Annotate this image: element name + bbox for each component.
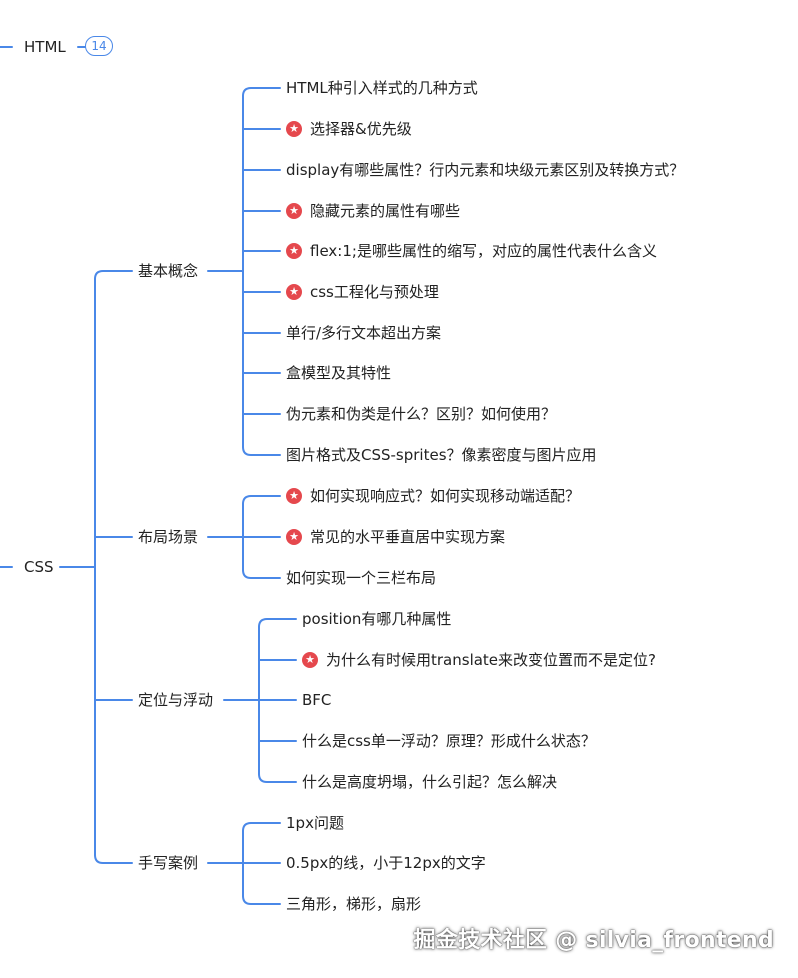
topic-node[interactable]: 单行/多行文本超出方案 — [286, 323, 441, 343]
topic-node[interactable]: 如何实现一个三栏布局 — [286, 568, 436, 588]
topic-text: css工程化与预处理 — [310, 283, 439, 301]
group-label[interactable]: 基本概念 — [138, 262, 199, 280]
star-icon: ★ — [286, 203, 302, 219]
group-label[interactable]: 定位与浮动 — [138, 691, 214, 709]
topic-text: 常见的水平垂直居中实现方案 — [310, 528, 506, 546]
topic-text: 什么是css单一浮动？原理？形成什么状态？ — [302, 732, 596, 750]
topic-text: 图片格式及CSS-sprites？像素密度与图片应用 — [286, 446, 597, 464]
topic-node[interactable]: ★ 如何实现响应式？如何实现移动端适配？ — [286, 486, 580, 506]
collapsed-count-badge[interactable]: 14 — [85, 36, 113, 56]
topic-text: 如何实现响应式？如何实现移动端适配？ — [310, 487, 581, 505]
item-connector — [258, 773, 297, 783]
group-label[interactable]: 布局场景 — [138, 528, 199, 546]
topic-text: position有哪几种属性 — [302, 610, 452, 628]
star-icon: ★ — [286, 121, 302, 137]
topic-node[interactable]: 盒模型及其特性 — [286, 363, 391, 383]
topic-text: 盒模型及其特性 — [286, 364, 392, 382]
topic-node[interactable]: BFC — [302, 690, 331, 710]
topic-text: flex:1;是哪些属性的缩写，对应的属性代表什么含义 — [310, 242, 657, 260]
topic-node[interactable]: ★ 常见的水平垂直居中实现方案 — [286, 527, 505, 547]
topic-node[interactable]: position有哪几种属性 — [302, 609, 451, 629]
watermark: 掘金技术社区 @ silvia_frontend — [413, 928, 774, 953]
topic-node[interactable]: ★ 为什么有时候用translate来改变位置而不是定位? — [302, 650, 656, 670]
topic-node[interactable]: 伪元素和伪类是什么？区别？如何使用？ — [286, 404, 556, 424]
topic-node[interactable]: HTML种引入样式的几种方式 — [286, 78, 478, 98]
topic-text: 如何实现一个三栏布局 — [286, 569, 437, 587]
star-icon: ★ — [286, 284, 302, 300]
topic-text: 单行/多行文本超出方案 — [286, 324, 442, 342]
topic-text: 1px问题 — [286, 814, 344, 832]
item-connector — [242, 87, 281, 97]
topic-node[interactable]: ★ css工程化与预处理 — [286, 282, 439, 302]
topic-text: 0.5px的线，小于12px的文字 — [286, 854, 486, 872]
topic-text: 什么是高度坍塌，什么引起？怎么解决 — [302, 773, 558, 791]
topic-node[interactable]: 什么是css单一浮动？原理？形成什么状态？ — [302, 731, 596, 751]
star-icon: ★ — [286, 529, 302, 545]
topic-text: 伪元素和伪类是什么？区别？如何使用？ — [286, 405, 557, 423]
root-node-html[interactable]: HTML — [24, 38, 66, 56]
group-branch-0 — [94, 270, 133, 280]
item-connector — [242, 569, 281, 579]
star-icon: ★ — [286, 243, 302, 259]
topic-node[interactable]: display有哪些属性？行内元素和块级元素区别及转换方式？ — [286, 160, 684, 180]
group-label[interactable]: 手写案例 — [138, 854, 199, 872]
item-connector — [242, 895, 281, 905]
item-connector — [258, 618, 297, 628]
topic-node[interactable]: 三角形，梯形，扇形 — [286, 894, 421, 914]
star-icon: ★ — [286, 488, 302, 504]
topic-node[interactable]: ★ flex:1;是哪些属性的缩写，对应的属性代表什么含义 — [286, 241, 657, 261]
topic-node[interactable]: ★ 隐藏元素的属性有哪些 — [286, 201, 460, 221]
topic-text: 为什么有时候用translate来改变位置而不是定位? — [326, 651, 656, 669]
topic-node[interactable]: 1px问题 — [286, 813, 344, 833]
star-icon: ★ — [302, 652, 318, 668]
topic-text: BFC — [302, 691, 332, 709]
topic-text: display有哪些属性？行内元素和块级元素区别及转换方式？ — [286, 161, 685, 179]
item-connector — [242, 446, 281, 456]
topic-node[interactable]: 0.5px的线，小于12px的文字 — [286, 853, 486, 873]
root-node-css[interactable]: CSS — [24, 558, 54, 576]
topic-text: HTML种引入样式的几种方式 — [286, 79, 478, 97]
topic-node[interactable]: 什么是高度坍塌，什么引起？怎么解决 — [302, 772, 557, 792]
item-connector — [242, 495, 281, 505]
topic-text: 三角形，梯形，扇形 — [286, 895, 422, 913]
group-branch-3 — [94, 854, 133, 864]
topic-node[interactable]: ★ 选择器&优先级 — [286, 119, 412, 139]
item-connector — [242, 822, 281, 832]
topic-text: 选择器&优先级 — [310, 120, 412, 138]
topic-node[interactable]: 图片格式及CSS-sprites？像素密度与图片应用 — [286, 445, 597, 465]
topic-text: 隐藏元素的属性有哪些 — [310, 202, 461, 220]
